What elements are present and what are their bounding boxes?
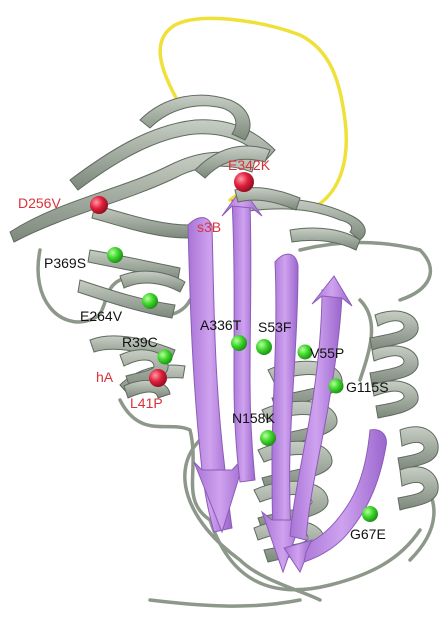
marker-R39C	[158, 350, 173, 365]
label-G115S: G115S	[346, 380, 389, 394]
label-P369S: P369S	[44, 256, 86, 270]
marker-S53F	[256, 339, 272, 355]
label-A336T: A336T	[200, 318, 241, 332]
right-helix	[370, 311, 438, 510]
label-s3B: s3B	[197, 220, 221, 234]
marker-A336T	[231, 335, 247, 351]
label-E342K: E342K	[228, 158, 270, 172]
label-R39C: R39C	[122, 335, 158, 349]
marker-N158K	[260, 430, 276, 446]
marker-G67E	[362, 506, 378, 522]
marker-E264V	[142, 293, 158, 309]
label-D256V: D256V	[18, 196, 61, 210]
marker-E342K	[234, 172, 254, 192]
marker-L41P	[149, 369, 167, 387]
label-L41P: L41P	[130, 396, 163, 410]
label-G67E: G67E	[350, 527, 386, 541]
marker-D256V	[90, 196, 108, 214]
marker-G115S	[329, 379, 344, 394]
label-N158K: N158K	[232, 411, 275, 425]
label-E264V: E264V	[80, 309, 122, 323]
label-V55P: V55P	[310, 346, 344, 360]
marker-P369S	[107, 247, 123, 263]
label-S53F: S53F	[258, 320, 291, 334]
label-hA: hA	[96, 370, 113, 384]
